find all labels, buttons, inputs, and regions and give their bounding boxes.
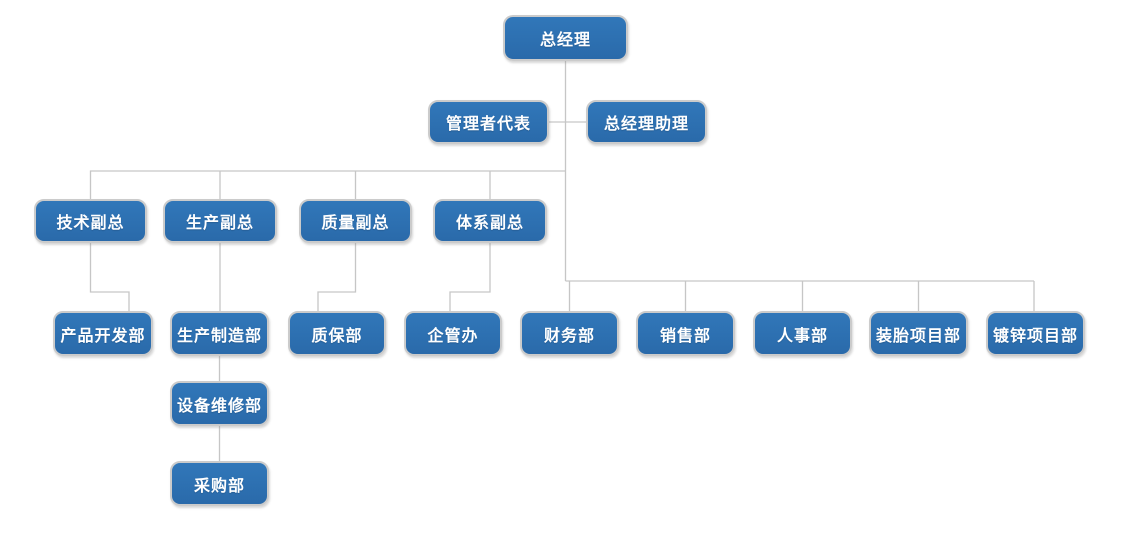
node-manufacturing[interactable]: 生产制造部 bbox=[170, 311, 269, 356]
node-finance[interactable]: 财务部 bbox=[520, 311, 619, 356]
node-equipment-maintenance[interactable]: 设备维修部 bbox=[170, 381, 269, 426]
node-quality-assurance[interactable]: 质保部 bbox=[288, 311, 386, 356]
node-general-manager[interactable]: 总经理 bbox=[503, 15, 628, 61]
node-label: 采购部 bbox=[193, 477, 245, 495]
node-gm-assistant[interactable]: 总经理助理 bbox=[586, 100, 707, 144]
node-system-vp[interactable]: 体系副总 bbox=[433, 199, 547, 243]
node-label: 总经理助理 bbox=[603, 116, 689, 133]
node-label: 财务部 bbox=[543, 327, 595, 345]
node-label: 设备维修部 bbox=[176, 397, 262, 415]
node-label: 质保部 bbox=[311, 327, 363, 345]
connector-quality-to-qa bbox=[317, 243, 357, 311]
node-galvanizing-project[interactable]: 镀锌项目部 bbox=[986, 311, 1085, 356]
node-production-vp[interactable]: 生产副总 bbox=[163, 199, 277, 243]
node-label: 生产副总 bbox=[185, 215, 254, 232]
node-enterprise-mgmt-office[interactable]: 企管办 bbox=[404, 311, 502, 356]
node-label: 镀锌项目部 bbox=[992, 327, 1078, 345]
node-quality-vp[interactable]: 质量副总 bbox=[299, 199, 412, 243]
node-management-representative[interactable]: 管理者代表 bbox=[428, 100, 549, 144]
node-tech-vp[interactable]: 技术副总 bbox=[34, 199, 147, 243]
node-label: 总经理 bbox=[539, 32, 591, 49]
node-label: 企管办 bbox=[427, 327, 479, 345]
connector-level3-bus bbox=[89, 170, 566, 199]
node-label: 技术副总 bbox=[56, 215, 125, 232]
node-label: 产品开发部 bbox=[60, 327, 146, 345]
node-label: 质量副总 bbox=[321, 215, 390, 232]
node-product-development[interactable]: 产品开发部 bbox=[53, 311, 153, 356]
node-label: 人事部 bbox=[776, 327, 828, 345]
node-label: 装胎项目部 bbox=[875, 327, 961, 345]
node-label: 体系副总 bbox=[455, 215, 524, 232]
node-sales[interactable]: 销售部 bbox=[636, 311, 735, 356]
node-hr[interactable]: 人事部 bbox=[753, 311, 852, 356]
node-label: 生产制造部 bbox=[176, 327, 262, 345]
connector-system-to-office bbox=[449, 243, 491, 311]
connector-tech-to-productdev bbox=[89, 243, 130, 311]
node-purchasing[interactable]: 采购部 bbox=[170, 461, 269, 506]
node-tire-mounting-project[interactable]: 装胎项目部 bbox=[869, 311, 968, 356]
node-label: 管理者代表 bbox=[445, 116, 531, 133]
node-label: 销售部 bbox=[659, 327, 711, 345]
